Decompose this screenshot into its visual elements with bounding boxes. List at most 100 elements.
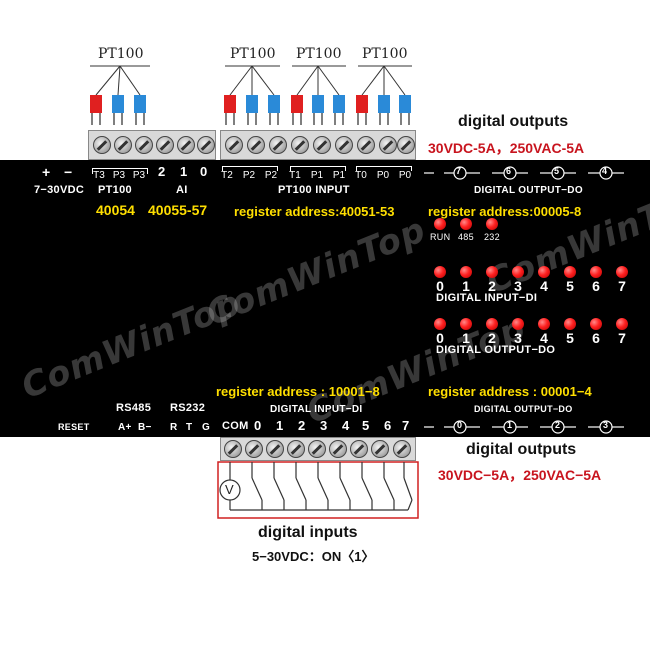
do-bottom-term-3: 3 xyxy=(603,420,609,430)
do-led-5 xyxy=(564,318,576,330)
digital-outputs-title-bottom: digital outputs xyxy=(466,441,577,458)
power-plus: + xyxy=(42,164,51,180)
rs485-label: RS485 xyxy=(116,402,152,414)
di-led-num-0: 0 xyxy=(436,278,444,294)
ai-term-0: 2 xyxy=(158,164,166,179)
do-led-7 xyxy=(616,318,628,330)
pt100in-term-2: P2 xyxy=(264,170,278,181)
pt100-wiring-diagram xyxy=(90,65,412,125)
pt100in-term-8: P0 xyxy=(398,170,412,181)
pt100in-term-1: P2 xyxy=(242,170,256,181)
do-top-term-1: 6 xyxy=(506,166,512,176)
ai-term-2: 0 xyxy=(200,164,208,179)
top-terminal-block-left xyxy=(88,130,216,160)
di-term-1: 1 xyxy=(276,418,284,433)
pt100-term-0: T3 xyxy=(93,170,105,181)
digital-input-wiring-diagram xyxy=(217,461,419,519)
led-232-label: 232 xyxy=(484,232,500,242)
do-led-3 xyxy=(512,318,524,330)
do-led-num-4: 4 xyxy=(540,330,548,346)
di-led-7 xyxy=(616,266,628,278)
do-led-num-0: 0 xyxy=(436,330,444,346)
rs485-term-1: B− xyxy=(138,422,152,433)
di-term-6: 6 xyxy=(384,418,392,433)
di-led-5 xyxy=(564,266,576,278)
digital-outputs-rating-top: 30VDC-5A，250VAC-5A xyxy=(428,140,585,156)
di-led-num-6: 6 xyxy=(592,278,600,294)
di-led-2 xyxy=(486,266,498,278)
di-led-num-7: 7 xyxy=(618,278,626,294)
rs232-term-0: R xyxy=(170,422,178,433)
watermark-1: ComWinTop xyxy=(200,209,432,335)
di-term-3: 3 xyxy=(320,418,328,433)
do-led-num-6: 6 xyxy=(592,330,600,346)
pt100in-term-6: T0 xyxy=(355,170,367,181)
do-bottom-register: register address : 00001−4 xyxy=(428,384,592,399)
ai-register: 40055-57 xyxy=(148,202,208,218)
pt100-label-4: PT100 xyxy=(362,46,408,62)
do-top-register: register address:00005-8 xyxy=(428,204,582,219)
di-register: register address : 10001−8 xyxy=(216,384,380,399)
led-485 xyxy=(460,218,472,230)
pt100in-term-4: P1 xyxy=(310,170,324,181)
led-run-label: RUN xyxy=(430,232,451,242)
di-led-6 xyxy=(590,266,602,278)
digital-outputs-rating-bottom: 30VDC−5A，250VAC−5A xyxy=(438,467,602,483)
di-led-num-1: 1 xyxy=(462,278,470,294)
pt100in-bracket-1 xyxy=(222,166,278,171)
pt100in-term-0: T2 xyxy=(221,170,233,181)
do-top-term-0: 7 xyxy=(456,166,462,176)
reset-label: RESET xyxy=(58,422,90,432)
di-led-num-2: 2 xyxy=(488,278,496,294)
do-led-6 xyxy=(590,318,602,330)
di-term-5: 5 xyxy=(362,418,370,433)
digital-outputs-title-top: digital outputs xyxy=(458,113,569,130)
do-led-2 xyxy=(486,318,498,330)
do-top-label: DIGITAL OUTPUT−DO xyxy=(474,185,583,196)
ai-label: AI xyxy=(176,184,188,196)
do-bottom-term-2: 2 xyxy=(555,420,561,430)
ai-term-1: 1 xyxy=(180,164,188,179)
pt100-label-2: PT100 xyxy=(230,46,276,62)
watermark-2: ComWinTop xyxy=(15,282,247,408)
pt100in-register: register address:40051-53 xyxy=(234,204,395,219)
do-led-num-3: 3 xyxy=(514,330,522,346)
pt100in-term-5: P1 xyxy=(332,170,346,181)
led-485-label: 485 xyxy=(458,232,474,242)
rs485-term-0: A+ xyxy=(118,422,132,433)
do-led-num-5: 5 xyxy=(566,330,574,346)
do-top-relay-symbols xyxy=(424,166,624,180)
do-bottom-term-1: 1 xyxy=(507,420,513,430)
controller-panel: ComWinTop ComWinTop ComWinTop ComWinTop … xyxy=(0,160,650,437)
pt100in-term-3: T1 xyxy=(289,170,301,181)
di-term-4: 4 xyxy=(342,418,350,433)
pt100-register: 40054 xyxy=(96,202,135,218)
power-label: 7−30VDC xyxy=(34,184,85,196)
di-led-1 xyxy=(460,266,472,278)
pt100-label: PT100 xyxy=(98,184,132,196)
di-term-0: 0 xyxy=(254,418,262,433)
digital-inputs-spec: 5−30VDC：ON〈1〉 xyxy=(252,549,375,564)
voltmeter-symbol: V xyxy=(225,482,234,497)
pt100-label-1: PT100 xyxy=(98,46,144,62)
di-led-label: DIGITAL INPUT−DI xyxy=(436,292,538,304)
di-term-7: 7 xyxy=(402,418,410,433)
led-run xyxy=(434,218,446,230)
rs232-term-2: G xyxy=(202,422,211,433)
digital-inputs-title: digital inputs xyxy=(258,524,358,541)
di-led-3 xyxy=(512,266,524,278)
di-term-2: 2 xyxy=(298,418,306,433)
do-led-num-7: 7 xyxy=(618,330,626,346)
top-terminal-block-right xyxy=(220,130,416,160)
do-led-num-2: 2 xyxy=(488,330,496,346)
bottom-terminal-block xyxy=(220,437,416,461)
di-led-num-3: 3 xyxy=(514,278,522,294)
pt100-bracket xyxy=(92,168,148,174)
do-led-0 xyxy=(434,318,446,330)
pt100in-label: PT100 INPUT xyxy=(278,184,350,196)
pt100-term-1: P3 xyxy=(112,170,126,181)
do-led-1 xyxy=(460,318,472,330)
pt100-term-2: P3 xyxy=(132,170,146,181)
di-led-num-4: 4 xyxy=(540,278,548,294)
do-led-label: DIGITAL OUTPUT−DO xyxy=(436,344,556,356)
